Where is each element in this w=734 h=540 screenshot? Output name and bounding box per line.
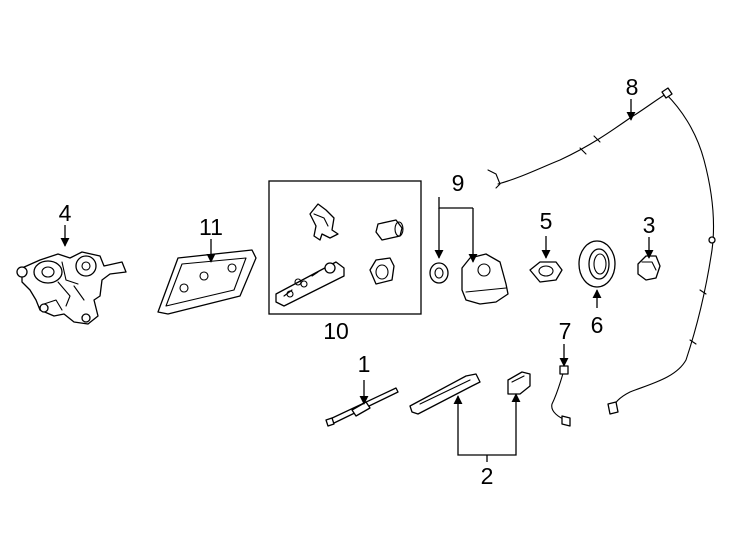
callout-4: 4 [59,200,72,226]
callout-9: 9 [452,170,465,196]
callout-6: 6 [591,312,604,338]
callout-3: 3 [643,212,656,238]
callout-8: 8 [626,74,639,100]
washer-and-cap-part [429,253,509,305]
leader-lines [60,99,654,462]
callout-2: 2 [481,463,494,489]
wiper-blade-part [325,387,399,427]
callout-10: 10 [323,318,349,344]
callout-5: 5 [540,208,553,234]
hose-assembly-part [487,87,716,415]
cap-nut-part [637,255,661,281]
wiper-arm-part [409,371,531,415]
callout-11: 11 [199,214,223,240]
callout-7: 7 [559,318,572,344]
nut-part [529,261,563,283]
callout-1: 1 [358,351,371,377]
stop-lamp-part [157,249,257,315]
hardware-kit-box [268,180,422,315]
seal-part [578,240,616,288]
wiper-motor-part [16,251,127,325]
washer-hose-part [551,365,571,427]
